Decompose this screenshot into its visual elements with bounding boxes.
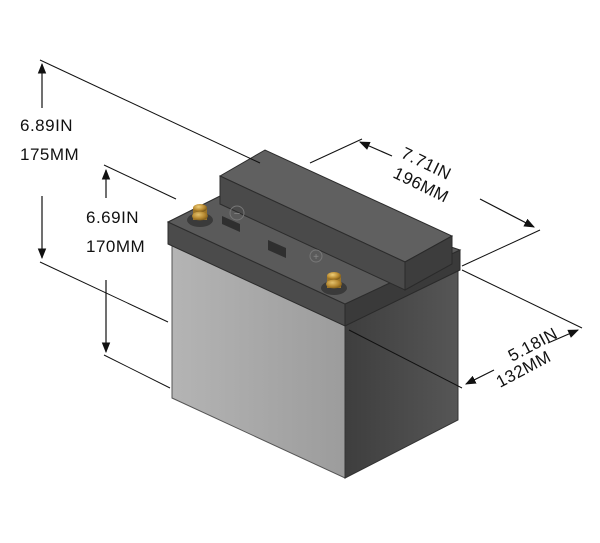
- svg-text:+: +: [313, 252, 319, 263]
- lid-positive-mark: +: [309, 249, 323, 263]
- positive-terminal: [321, 272, 347, 295]
- dimension-total-height: 6.89IN 175MM: [20, 59, 261, 323]
- negative-terminal: [187, 204, 213, 227]
- lid-raised-side: [404, 235, 453, 291]
- total-height-imperial-label: 6.89IN: [20, 116, 73, 135]
- battery-body: − +: [166, 149, 462, 479]
- lid-notch-mid: [268, 240, 286, 258]
- case-height-metric-label: 170MM: [86, 237, 145, 256]
- dimension-case-height: 6.69IN 170MM: [86, 164, 177, 389]
- case-height-imperial-label: 6.69IN: [86, 208, 139, 227]
- lid-negative-mark: −: [229, 205, 245, 221]
- total-height-metric-label: 175MM: [20, 145, 79, 164]
- lid-notch-left: [222, 216, 240, 232]
- svg-text:−: −: [234, 208, 240, 220]
